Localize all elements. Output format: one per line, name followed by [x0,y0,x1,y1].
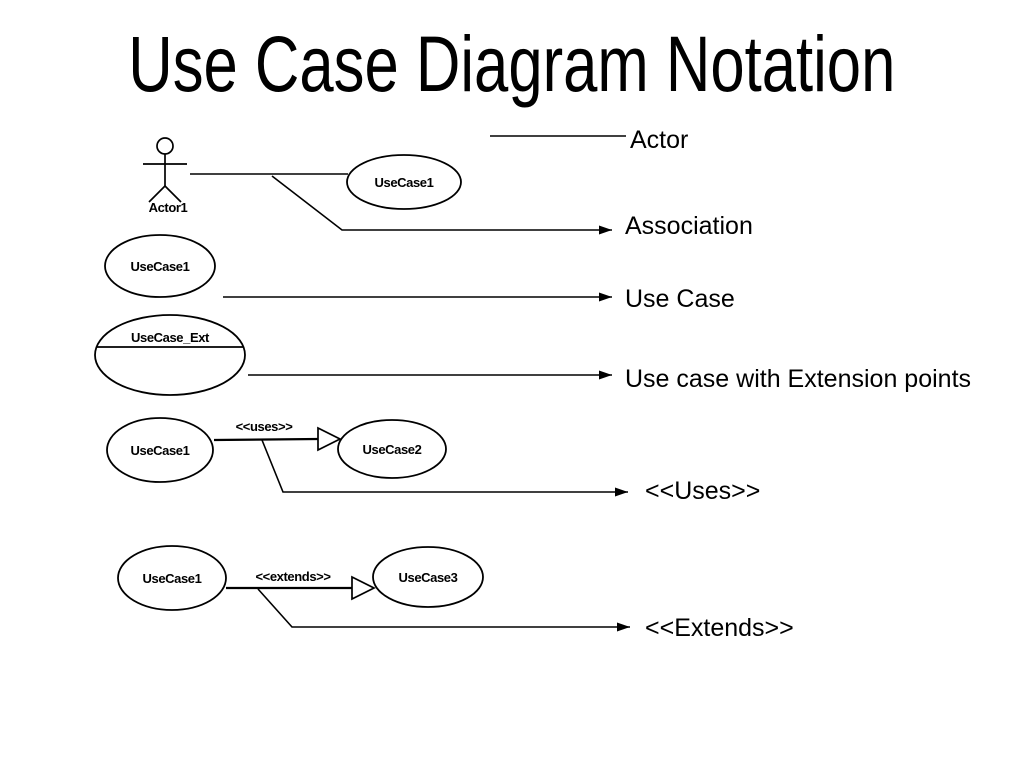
actor-leg-left [148,185,166,203]
page-title: Use Case Diagram Notation [0,24,1024,103]
usecase-ellipse-row2 [104,234,216,298]
callout-label-extends: <<Extends>> [645,614,794,642]
usecase-ellipse-row3 [94,314,246,396]
callout-label-uses: <<Uses>> [645,477,761,505]
callout-line-uses [261,439,628,497]
usecase-ellipse-row1 [346,154,462,210]
callout-label-association: Association [625,212,753,240]
extends-arrowhead [351,575,376,601]
usecase-ellipse-row5-right [372,546,484,608]
extends-stereotype-label: <<extends>> [255,569,331,584]
usecase-ellipse-row5-left [117,545,227,611]
usecase-label-row4-left: UseCase1 [131,443,190,458]
actor-head [156,137,174,155]
uses-stereotype-label: <<uses>> [236,419,294,434]
usecase-ellipse-row4-right [337,419,447,479]
usecase-ellipse-row4-left [106,417,214,483]
usecase-label-row5-left: UseCase1 [143,571,202,586]
usecase-label-row2: UseCase1 [131,259,190,274]
usecase-label-row3: UseCase_Ext [131,330,210,345]
callout-line-extends [257,588,630,632]
actor-label: Actor1 [149,200,188,215]
callout-label-extension: Use case with Extension points [625,365,972,393]
callout-label-use-case: Use Case [625,285,735,313]
usecase-label-row4-right: UseCase2 [363,442,422,457]
uses-arrowhead [317,426,342,452]
usecase-label-row1: UseCase1 [375,175,434,190]
callout-label-actor: Actor [630,126,689,154]
uses-connector-line [213,437,319,442]
usecase-label-row5-right: UseCase3 [399,570,458,585]
actor-leg-right [164,185,182,203]
actor-icon [143,137,187,203]
callout-line-association [271,175,612,235]
page-title-text: Use Case Diagram Notation [128,19,896,108]
